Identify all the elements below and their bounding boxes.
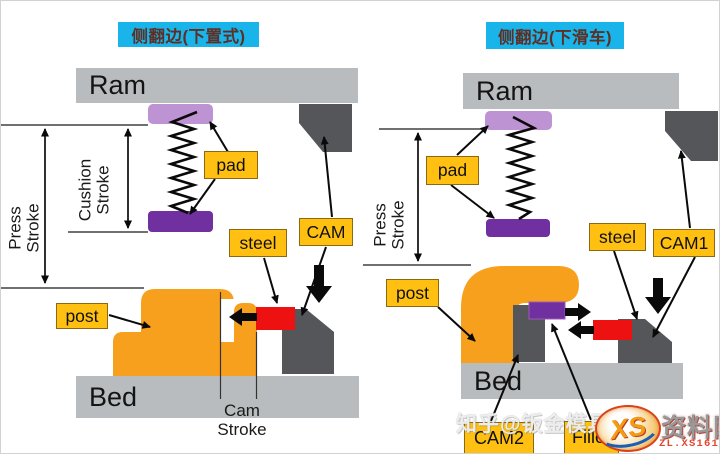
- right-cam2-callout: CAM2: [464, 422, 534, 453]
- left-cushion-stroke-line2: Stroke: [94, 165, 113, 215]
- right-pad-shape: [486, 219, 550, 237]
- left-pad-retainer-shape: [148, 104, 213, 124]
- right-title: 侧翻边(下滑车): [486, 22, 624, 49]
- left-steel-arrow: [263, 257, 279, 304]
- right-cam1-callout-text: CAM1: [659, 232, 709, 253]
- right-pad-arrow-upper: [456, 125, 489, 156]
- left-pad-callout-text: pad: [216, 154, 246, 175]
- right-steel-motion-left-arrow: [568, 321, 594, 339]
- right-post-arrow: [437, 306, 476, 342]
- left-title-text: 侧翻边(下置式): [131, 27, 246, 46]
- left-cam-drive-down-arrow: [306, 265, 332, 303]
- right-cam1-arrow-to-cam: [652, 256, 696, 338]
- left-cushion-stroke-text: Cushion Stroke: [75, 158, 114, 222]
- right-cam2-leader-arrow: [490, 354, 519, 422]
- site-url-text: ZL.XS1616.COM: [659, 438, 720, 450]
- right-ram-label: Ram: [476, 75, 534, 106]
- site-logo-icon: XS: [592, 404, 664, 453]
- right-pad-callout: pad: [426, 156, 479, 185]
- right-post-callout-text: post: [395, 282, 430, 303]
- left-bed-label: Bed: [89, 381, 138, 412]
- left-pad-arrow-upper: [209, 121, 229, 153]
- right-cam1-callout: CAM1: [653, 229, 715, 257]
- right-post-shape: [461, 266, 579, 363]
- right-steel-callout: steel: [589, 223, 646, 251]
- left-cam-callout-text: CAM: [306, 221, 346, 242]
- left-cam-stroke-text: Cam Stroke: [206, 401, 278, 439]
- left-pad-shape: [148, 211, 213, 232]
- right-filler-leader-arrow: [551, 323, 592, 421]
- right-bed-label: Bed: [474, 365, 523, 396]
- zhihu-watermark: 知乎@钣金模具: [456, 408, 609, 438]
- right-filler-shape: [528, 301, 566, 320]
- left-post-callout: post: [56, 303, 108, 329]
- right-cam2-callout-text: CAM2: [473, 427, 524, 448]
- left-post-callout-text: post: [65, 305, 99, 326]
- left-bed-bar: Bed: [76, 376, 359, 418]
- right-pad-arrow-lower: [450, 184, 495, 219]
- site-name-watermark: 资料网: [661, 408, 719, 444]
- left-steel-callout: steel: [229, 229, 287, 257]
- right-cam1-arrow-to-driver: [677, 150, 691, 229]
- left-steel-motion-left-arrow: [229, 308, 257, 326]
- left-ram-label: Ram: [89, 70, 147, 100]
- left-press-stroke-line2: Stroke: [24, 203, 43, 253]
- left-press-stroke-text: Press Stroke: [5, 203, 44, 253]
- right-press-stroke-text: Press Stroke: [370, 200, 409, 250]
- right-upper-driver-cam-shape: [665, 111, 718, 161]
- left-cam-arrow-to-driver: [320, 136, 333, 218]
- right-title-text: 侧翻边(下滑车): [498, 28, 612, 47]
- left-flange-steel-shape: [256, 307, 295, 330]
- right-steel-callout-text: steel: [599, 226, 636, 247]
- left-cam-stroke-line1: Cam: [224, 401, 260, 420]
- left-steel-callout-text: steel: [239, 232, 277, 253]
- left-post-lobe-shape: [141, 289, 234, 342]
- right-post-callout: post: [386, 279, 439, 307]
- site-name-text: 资料网: [661, 414, 719, 442]
- left-ram-bar: Ram: [76, 68, 358, 103]
- left-cam-stroke-line2: Stroke: [217, 419, 267, 439]
- left-post-arrow: [108, 314, 151, 329]
- right-ram-bar: Ram: [463, 73, 679, 109]
- logo-monogram-text: XS: [608, 410, 648, 446]
- left-upper-driver-cam-shape: [299, 104, 352, 152]
- left-pad-callout: pad: [204, 151, 258, 179]
- left-cam-callout: CAM: [299, 218, 353, 246]
- right-spring-icon: [504, 115, 538, 221]
- right-press-stroke-line1: Press: [370, 203, 390, 247]
- zhihu-watermark-text: 知乎@钣金模具: [456, 413, 610, 436]
- left-post-slot: [220, 299, 234, 342]
- left-cushion-stroke-line1: Cushion: [75, 158, 95, 222]
- right-cam-drive-down-arrow: [645, 278, 671, 314]
- right-filler-motion-right-arrow: [565, 303, 591, 321]
- left-spring-icon: [166, 110, 199, 215]
- right-pad-callout-text: pad: [437, 160, 468, 180]
- right-steel-arrow: [613, 250, 639, 320]
- right-press-stroke-line2: Stroke: [389, 200, 408, 250]
- left-press-stroke-line1: Press: [5, 206, 25, 250]
- left-title: 侧翻边(下置式): [118, 22, 259, 47]
- left-pad-arrow-lower: [189, 178, 216, 215]
- right-bed-bar: Bed: [461, 363, 683, 399]
- site-url-watermark: ZL.XS1616.COM: [659, 438, 720, 450]
- right-flange-steel-shape: [593, 320, 632, 340]
